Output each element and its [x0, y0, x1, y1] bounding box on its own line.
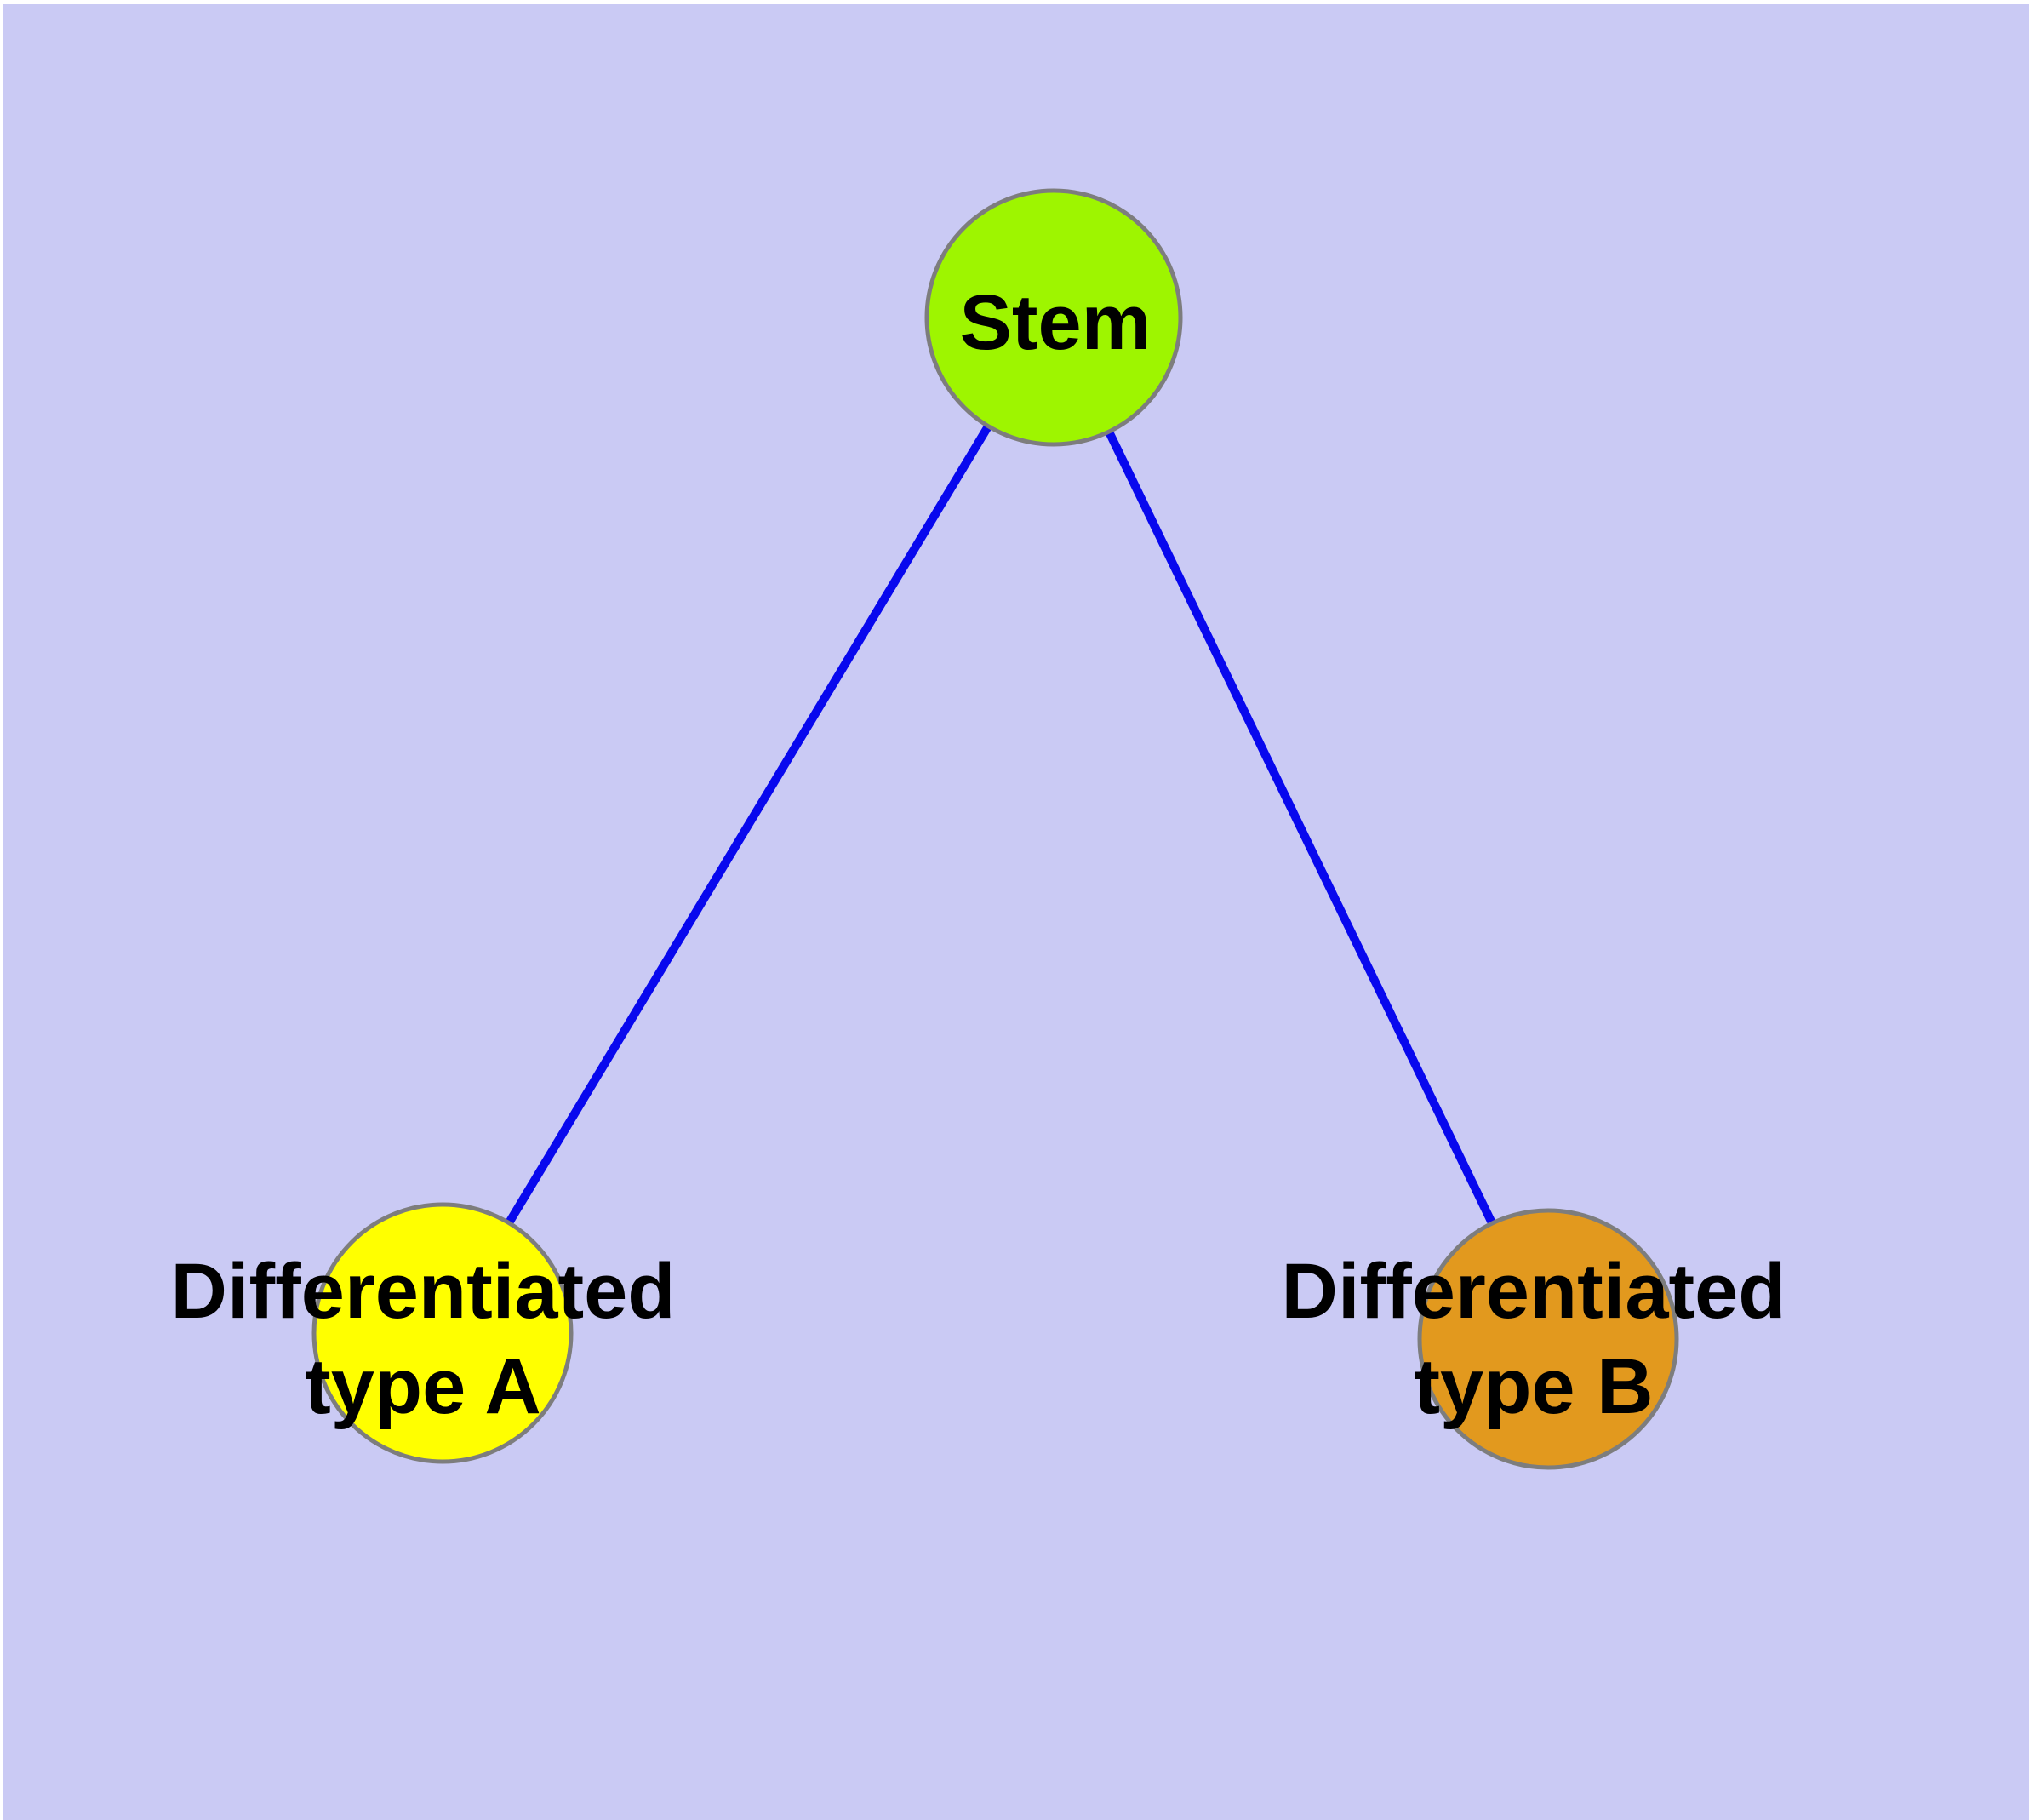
node-stem-label: Stem	[960, 279, 1152, 366]
edge-stem-to-type-b	[1049, 315, 1552, 1342]
node-type-a-label-line2: type A	[305, 1343, 541, 1430]
edge-stem-to-type-a	[438, 315, 1058, 1336]
node-type-b-label-line1: Differentiated	[1282, 1248, 1786, 1335]
node-type-b	[1417, 1208, 1679, 1470]
node-stem	[924, 188, 1183, 447]
node-type-b-label-line2: type B	[1414, 1343, 1653, 1430]
node-type-a	[311, 1202, 574, 1464]
node-type-a-label-line1: Differentiated	[171, 1248, 676, 1335]
